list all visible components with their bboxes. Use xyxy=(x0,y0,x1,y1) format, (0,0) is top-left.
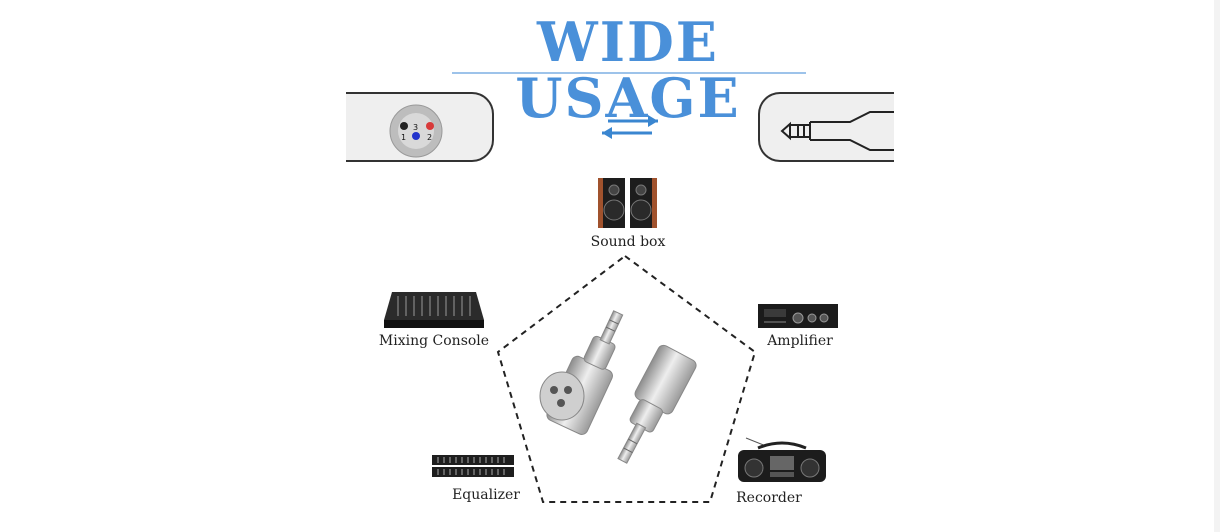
pin-1-label: 1 xyxy=(401,133,406,142)
mixing-console-label: Mixing Console xyxy=(378,333,490,349)
pin-3-dot xyxy=(426,122,434,130)
right-scrollbar-strip xyxy=(1214,0,1220,532)
title-underline xyxy=(452,72,806,74)
pin-1-dot xyxy=(400,122,408,130)
pin-2-dot xyxy=(412,132,420,140)
speakers-icon xyxy=(598,178,657,228)
xlr-connector-icon: 3 1 2 xyxy=(389,104,443,158)
jack-connector-panel xyxy=(758,92,894,162)
sound-box-label: Sound box xyxy=(590,234,666,250)
pin-3-label: 3 xyxy=(413,123,418,132)
pin-2-label: 2 xyxy=(427,133,432,142)
xlr-to-jack-adapters-image xyxy=(539,310,697,464)
quarter-inch-jack-icon xyxy=(780,111,894,151)
amplifier-label: Amplifier xyxy=(767,333,833,349)
recorder-label: Recorder xyxy=(736,490,802,506)
equalizer-label: Equalizer xyxy=(452,487,520,503)
amplifier-icon xyxy=(758,304,838,328)
xlr-connector-panel: 3 1 2 xyxy=(346,92,494,162)
mixing-console-icon xyxy=(384,292,484,328)
page-title: WIDE USAGE xyxy=(515,10,741,130)
equalizer-icon xyxy=(432,455,514,477)
recorder-icon xyxy=(738,437,826,482)
swap-arrows-icon xyxy=(602,115,658,139)
